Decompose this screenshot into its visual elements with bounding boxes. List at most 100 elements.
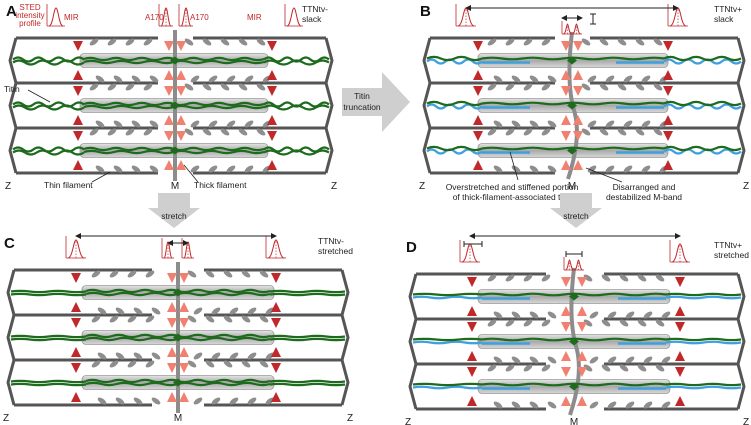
titin-strand: [426, 145, 483, 152]
myosin-head: [238, 38, 248, 46]
a170-marker: [561, 131, 571, 141]
myosin-head: [143, 83, 153, 91]
myosin-head: [583, 319, 593, 327]
myosin-head: [589, 356, 599, 364]
myosin-head: [265, 352, 275, 360]
mir-marker: [271, 347, 281, 357]
mir-marker: [71, 302, 81, 312]
mir-marker: [73, 86, 83, 96]
myosin-head: [523, 128, 533, 136]
mir-marker: [467, 367, 477, 377]
myosin-head: [587, 120, 597, 128]
myosin-head: [599, 128, 609, 136]
truncated-titin-strand: [665, 295, 742, 300]
mir-marker: [73, 41, 83, 51]
sted-profile-left: [455, 4, 476, 27]
myosin-head: [220, 128, 230, 136]
myosin-head: [202, 128, 212, 136]
titin-strand: [412, 382, 483, 387]
myosin-head: [202, 38, 212, 46]
titin-strand: [12, 59, 85, 66]
myosin-head: [211, 307, 221, 315]
a170-marker: [167, 302, 177, 312]
a170-marker: [573, 115, 583, 125]
myosin-head: [625, 356, 635, 364]
a170-marker: [573, 41, 583, 51]
a170-marker: [164, 70, 174, 80]
myosin-head: [89, 38, 99, 46]
myosin-head: [184, 128, 194, 136]
myosin-head: [241, 315, 251, 323]
myosin-head: [109, 270, 119, 278]
myosin-head: [107, 83, 117, 91]
myosin-head: [635, 83, 645, 91]
myosin-head: [607, 311, 617, 319]
myosin-head: [583, 364, 593, 372]
mir-marker: [675, 277, 685, 287]
myosin-head: [655, 364, 665, 372]
overstretched-label: of thick-filament-associated titin: [453, 192, 572, 202]
titin-truncation-arrow: Titin truncation: [342, 72, 410, 132]
truncated-titin-strand: [412, 340, 483, 345]
z-label: Z: [743, 417, 749, 425]
mir-marker: [271, 302, 281, 312]
myosin-head: [149, 120, 159, 128]
myosin-head: [641, 75, 651, 83]
mir-marker: [267, 160, 277, 170]
titin-strand: [10, 337, 87, 342]
myosin-head: [487, 319, 497, 327]
panel-title: TTNtv-: [302, 4, 328, 14]
myosin-head: [133, 352, 143, 360]
myosin-head: [238, 128, 248, 136]
myosin-head: [607, 401, 617, 409]
m-band-knot: [170, 146, 180, 155]
myosin-head: [643, 401, 653, 409]
myosin-head: [505, 319, 515, 327]
myosin-head: [493, 165, 503, 173]
titin-strand: [269, 379, 346, 384]
myosin-head: [125, 38, 135, 46]
mir-marker: [271, 318, 281, 328]
myosin-head: [190, 165, 200, 173]
a170-marker: [179, 363, 189, 373]
a170-marker: [179, 347, 189, 357]
titin-strand: [10, 382, 87, 387]
a170-marker: [577, 396, 587, 406]
panel-title: stretched: [318, 246, 353, 256]
sted-label: intensity: [15, 11, 44, 20]
a170-marker: [179, 302, 189, 312]
mir-marker: [675, 367, 685, 377]
sted-profile-center: [158, 4, 173, 27]
mir-marker: [675, 306, 685, 316]
myosin-head: [95, 165, 105, 173]
a170-marker: [176, 70, 186, 80]
sted-profile-left: [459, 240, 480, 263]
sted-profile-right: [667, 4, 688, 27]
myosin-head: [661, 311, 671, 319]
z-label: Z: [3, 413, 9, 424]
titin-strand: [12, 104, 85, 111]
myosin-head: [511, 311, 521, 319]
myosin-head: [601, 274, 611, 282]
a170-marker: [561, 306, 571, 316]
a170-marker: [164, 131, 174, 141]
myosin-head: [505, 364, 515, 372]
mir-marker: [663, 41, 673, 51]
panel-letter: C: [4, 235, 15, 252]
truncated-titin-strand: [665, 340, 742, 345]
a170-marker: [167, 273, 177, 283]
titin-strand: [10, 289, 87, 294]
myosin-head: [523, 274, 533, 282]
myosin-head: [547, 401, 557, 409]
z-label: Z: [347, 413, 353, 424]
myosin-head: [529, 311, 539, 319]
z-label: Z: [5, 181, 11, 192]
myosin-head: [541, 38, 551, 46]
myosin-head: [151, 307, 161, 315]
titin-strand: [269, 292, 346, 297]
truncated-titin-strand: [412, 385, 483, 390]
myosin-head: [617, 83, 627, 91]
myosin-head: [220, 38, 230, 46]
myosin-head: [113, 75, 123, 83]
myosin-head: [547, 120, 557, 128]
